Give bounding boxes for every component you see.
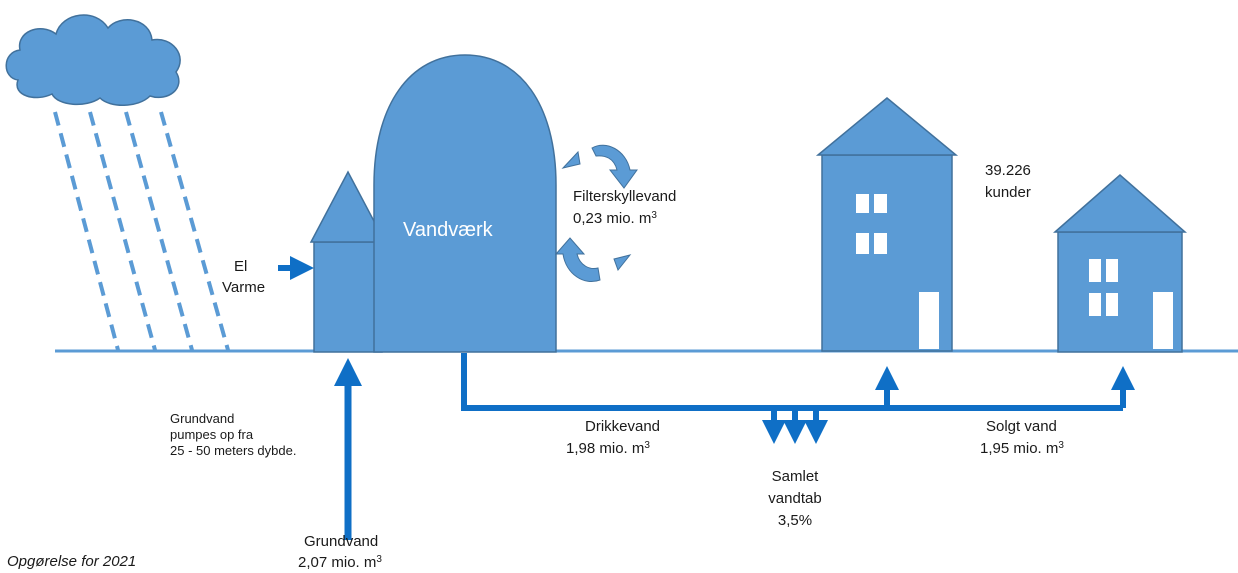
water-loss-line1: Samlet — [771, 468, 819, 485]
sold-water-title: Solgt vand — [986, 418, 1057, 435]
unit-exponent: 3 — [376, 554, 382, 565]
customer-label: kunder — [985, 184, 1031, 201]
water-loss-arrows — [762, 408, 828, 444]
footnote: Opgørelse for 2021 — [7, 553, 137, 570]
backwash-value: 0,23 mio. m3 — [573, 210, 657, 228]
groundwater-note-line3: 25 - 50 meters dybde. — [170, 443, 297, 458]
recycle-arrow-icon — [554, 144, 638, 282]
energy-label-line1: El — [234, 258, 248, 275]
house-icon — [1053, 174, 1187, 353]
rain-icon — [53, 111, 230, 351]
customer-count: 39.226 — [985, 162, 1031, 179]
drinking-water-value: 1,98 mio. m3 — [566, 440, 650, 458]
backwash-value-text: 0,23 mio. m — [573, 210, 652, 227]
groundwater-value-text: 2,07 mio. m — [298, 554, 377, 571]
pump-house-icon — [309, 170, 387, 353]
backwash-label: Filterskyllevand — [573, 188, 677, 205]
drinking-water-title: Drikkevand — [585, 418, 661, 435]
sold-water-value-text: 1,95 mio. m — [980, 440, 1059, 457]
water-plant-label: Vandværk — [403, 219, 493, 241]
unit-exponent: 3 — [651, 210, 657, 221]
groundwater-value: 2,07 mio. m3 — [298, 554, 382, 572]
unit-exponent: 3 — [1058, 440, 1064, 451]
sold-water-value: 1,95 mio. m3 — [980, 440, 1064, 458]
groundwater-title: Grundvand — [304, 533, 379, 550]
water-plant-icon — [373, 54, 557, 353]
drinking-water-value-text: 1,98 mio. m — [566, 440, 645, 457]
groundwater-note-line1: Grundvand — [170, 411, 235, 426]
pipe-network — [461, 353, 1135, 411]
house-icon — [815, 97, 959, 352]
unit-exponent: 3 — [644, 440, 650, 451]
water-loss-value: 3,5% — [777, 512, 813, 529]
energy-label-line2: Varme — [222, 279, 266, 296]
groundwater-note-line2: pumpes op fra — [170, 427, 254, 442]
water-loss-line2: vandtab — [768, 490, 822, 507]
cloud-icon — [5, 14, 181, 106]
